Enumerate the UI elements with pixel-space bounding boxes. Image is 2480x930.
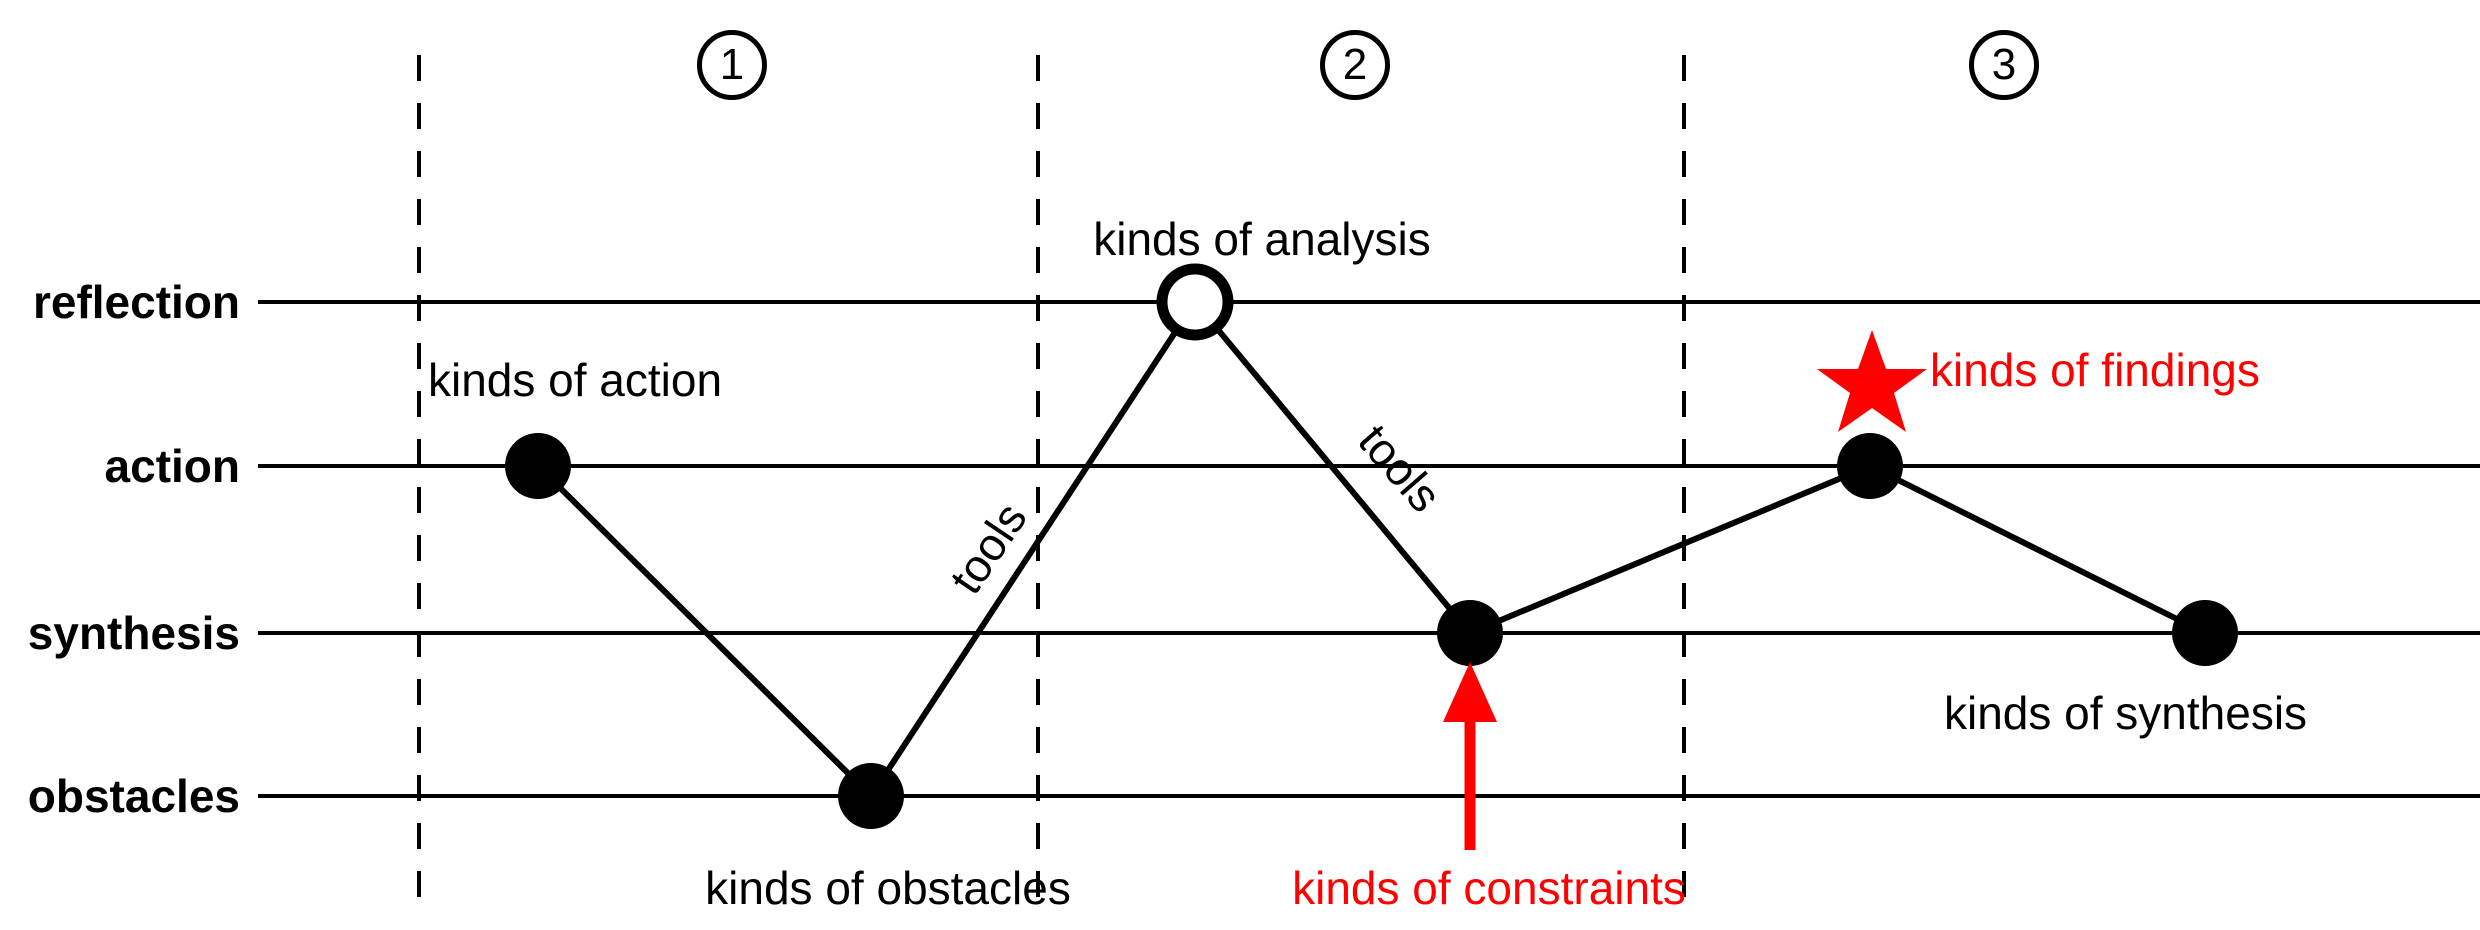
trajectory-path [535, 296, 2207, 801]
axis-label-reflection: reflection [32, 276, 240, 328]
annotation-kinds-of-constraints: kinds of constraints [1292, 862, 1686, 914]
axis-label-obstacles: obstacles [27, 770, 240, 822]
axis-label-synthesis: synthesis [27, 607, 240, 659]
data-markers [505, 263, 2238, 829]
level-lines [258, 300, 2480, 798]
annotation-kinds-of-synthesis: kinds of synthesis [1944, 687, 2308, 739]
data-point-action-2[interactable] [1837, 433, 1903, 499]
findings-star-icon [1817, 330, 1927, 432]
annotation-kinds-of-analysis: kinds of analysis [1093, 213, 1431, 265]
annotation-kinds-of-obstacles: kinds of obstacles [705, 862, 1071, 914]
data-point-synthesis-1[interactable] [1437, 600, 1503, 666]
data-point-synthesis-2[interactable] [2172, 600, 2238, 666]
stage-dividers [417, 55, 1686, 900]
stage-badge-1[interactable]: 1 [697, 30, 767, 100]
stage-badge-3[interactable]: 3 [1969, 30, 2039, 100]
annotation-kinds-of-action: kinds of action [428, 354, 723, 406]
axis-label-action: action [104, 440, 240, 492]
constraints-arrow-head [1443, 662, 1497, 722]
stage-badge-2[interactable]: 2 [1320, 30, 1390, 100]
data-point-action-1[interactable] [505, 433, 571, 499]
constraints-arrow [1443, 662, 1497, 850]
data-point-reflection-open[interactable] [1156, 263, 1234, 341]
data-point-obstacles-1[interactable] [838, 763, 904, 829]
annotation-kinds-of-findings: kinds of findings [1930, 344, 2260, 396]
